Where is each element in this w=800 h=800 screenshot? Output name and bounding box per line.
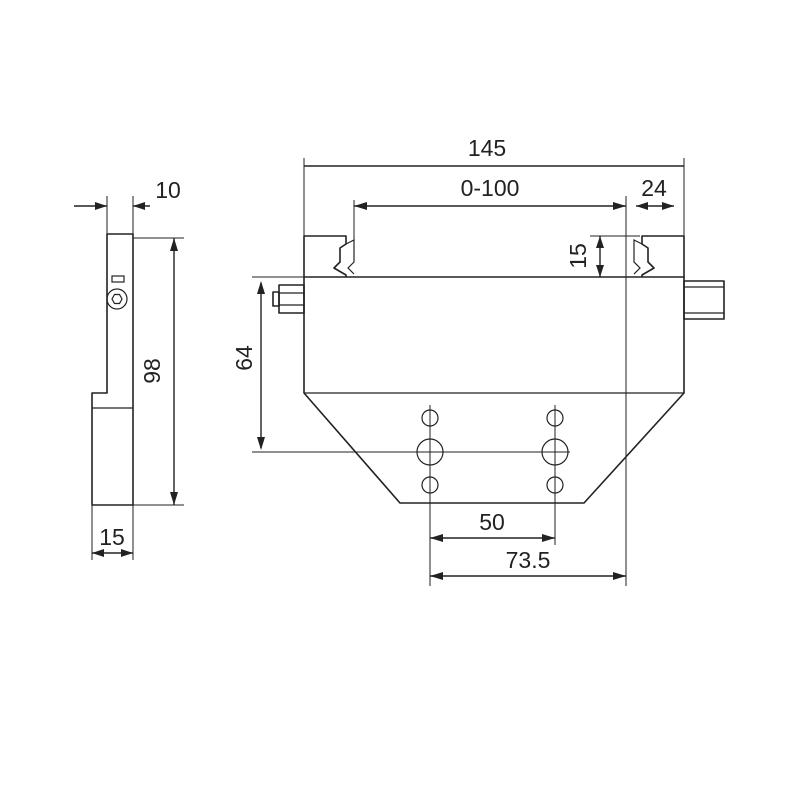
dim-jaw-height: 15 — [565, 235, 640, 278]
right-knob — [683, 280, 725, 320]
dim-text-hole-offset: 73.5 — [506, 547, 551, 573]
dim-text-body-height: 64 — [231, 345, 257, 371]
dim-text-jaw-height: 15 — [565, 243, 591, 269]
dim-text-side-top-width: 10 — [155, 177, 181, 203]
dim-side-top-width: 10 — [74, 177, 181, 234]
dim-text-jaw-width: 24 — [641, 175, 667, 201]
side-view: 10 98 15 — [74, 177, 184, 560]
dim-side-height: 98 — [133, 237, 184, 506]
dim-side-bottom-width: 15 — [91, 505, 134, 560]
dim-text-side-height: 98 — [139, 358, 165, 384]
dim-overall-width: 145 — [303, 135, 685, 236]
dim-text-overall-width: 145 — [468, 135, 506, 161]
dim-jaw-width: 24 — [636, 175, 674, 210]
side-view-outline — [91, 233, 134, 506]
dim-stroke-range: 0-100 — [353, 175, 627, 586]
dim-text-stroke-range: 0-100 — [461, 175, 520, 201]
left-nut — [272, 284, 305, 314]
dim-body-height: 64 — [231, 276, 570, 453]
dim-hole-offset: 73.5 — [430, 547, 626, 580]
body-outline — [303, 276, 685, 504]
right-jaw-clip — [633, 239, 643, 275]
dim-text-side-bottom-width: 15 — [99, 524, 125, 550]
left-jaw — [303, 235, 347, 277]
right-jaw — [641, 235, 685, 277]
left-jaw-clip — [345, 239, 355, 275]
side-view-bolt — [106, 275, 128, 310]
dim-hole-spacing: 50 — [430, 509, 555, 542]
dim-text-hole-spacing: 50 — [479, 509, 505, 535]
front-view: 145 0-100 24 15 — [231, 135, 725, 586]
